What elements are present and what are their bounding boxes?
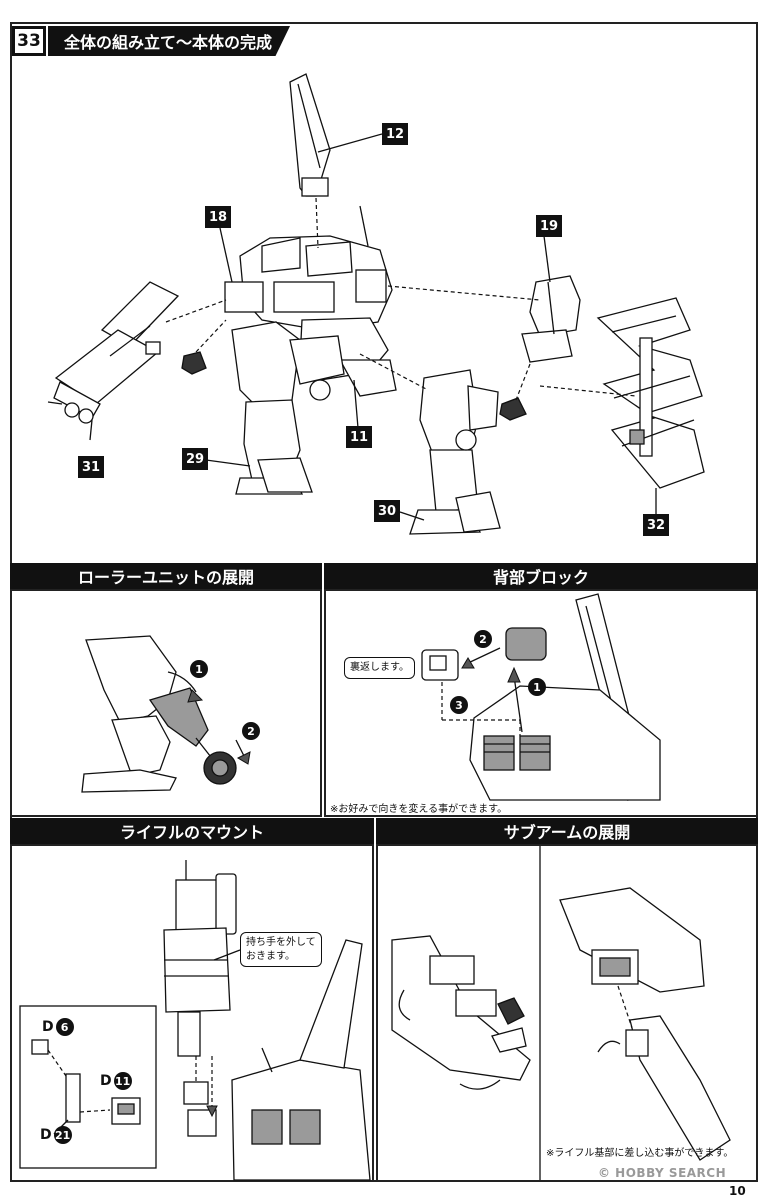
part-label-d21: D 21 xyxy=(40,1126,72,1144)
back-step-1: 1 xyxy=(528,678,546,696)
step-header: 33 全体の組み立て〜本体の完成 xyxy=(12,24,291,58)
step-title: 全体の組み立て〜本体の完成 xyxy=(48,26,291,56)
callout-32: 32 xyxy=(643,514,669,536)
part-label-d6: D 6 xyxy=(42,1018,74,1036)
rifle-remove-grip-bubble: 持ち手を外して おきます。 xyxy=(240,932,322,967)
callout-18: 18 xyxy=(205,206,231,228)
callout-19: 19 xyxy=(536,215,562,237)
back-note: ※お好みで向きを変える事ができます。 xyxy=(330,804,508,815)
callout-30: 30 xyxy=(374,500,400,522)
hand-part-right xyxy=(499,397,527,421)
part-d6-letter: D xyxy=(42,1019,54,1035)
roller-step-1: 1 xyxy=(190,660,208,678)
back-flip-bubble: 裏返します。 xyxy=(344,657,415,679)
part-d11-number: 11 xyxy=(113,1072,132,1090)
rifle-bubble-line-1: 持ち手を外して xyxy=(246,937,316,948)
part-d6-number: 6 xyxy=(55,1018,74,1036)
section-title-roller: ローラーユニットの展開 xyxy=(10,563,322,589)
section-title-back: 背部ブロック xyxy=(324,563,758,589)
part-19-arm xyxy=(521,275,581,363)
page-number: 10 xyxy=(729,1184,746,1198)
part-12-fin xyxy=(289,73,331,197)
watermark-logo: © HOBBY SEARCH xyxy=(598,1166,727,1180)
back-step-3: 3 xyxy=(450,696,468,714)
part-31-rifle xyxy=(47,281,180,424)
rifle-bubble-line-2: おきます。 xyxy=(246,950,295,962)
main-assembly-illustration xyxy=(47,73,705,535)
section-title-subarm: サブアームの展開 xyxy=(376,818,758,844)
callout-29: 29 xyxy=(182,448,208,470)
callout-31: 31 xyxy=(78,456,104,478)
part-d11-letter: D xyxy=(100,1073,112,1089)
back-step-2: 2 xyxy=(474,630,492,648)
part-32-shield xyxy=(596,297,705,489)
subarm-note: ※ライフル基部に差し込む事ができます。 xyxy=(546,1148,734,1159)
part-label-d11: D 11 xyxy=(100,1072,132,1090)
part-d21-number: 21 xyxy=(53,1126,72,1144)
step-number: 33 xyxy=(12,26,46,56)
body-core xyxy=(224,205,397,495)
part-30-leg xyxy=(409,369,501,535)
callout-12: 12 xyxy=(382,123,408,145)
hand-part-left xyxy=(181,351,207,375)
section-title-rifle: ライフルのマウント xyxy=(10,818,374,844)
callout-11: 11 xyxy=(346,426,372,448)
roller-step-2: 2 xyxy=(242,722,260,740)
part-d21-letter: D xyxy=(40,1127,52,1143)
